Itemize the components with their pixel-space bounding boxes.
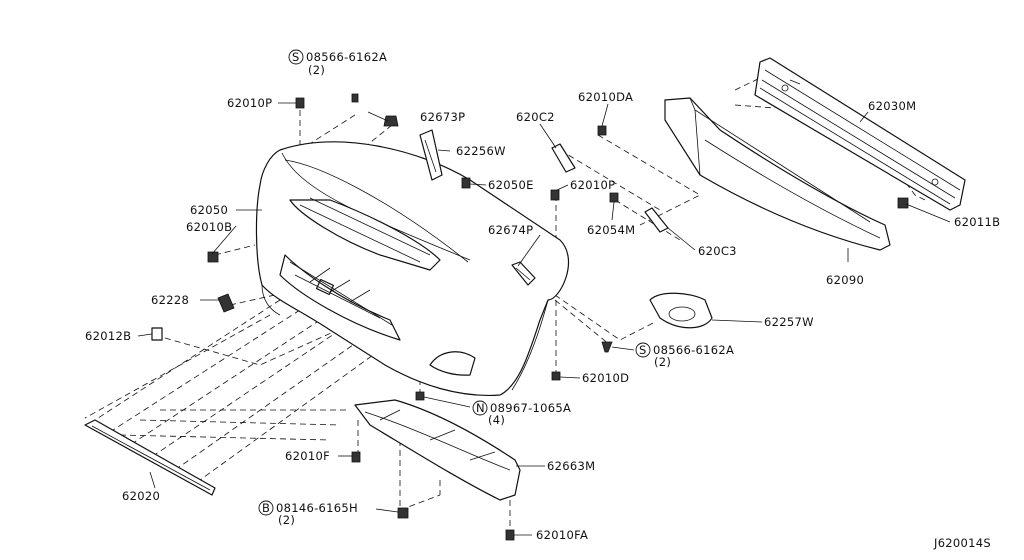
grille-clip-62228 bbox=[217, 293, 235, 313]
part-label-62090: 62090 bbox=[826, 273, 864, 287]
part-label-62011b: 62011B bbox=[954, 215, 1000, 229]
bumper-side-bracket bbox=[511, 261, 536, 286]
energy-absorber bbox=[664, 97, 891, 251]
part-label-620c2: 620C2 bbox=[516, 110, 555, 124]
symbol-letter: B bbox=[262, 501, 270, 515]
part-label-62673p: 62673P bbox=[420, 110, 465, 124]
part-label-qty: (2) bbox=[278, 513, 295, 527]
fog-lamp-cover bbox=[649, 292, 713, 329]
symbol-letter: N bbox=[476, 401, 485, 415]
fasteners bbox=[207, 93, 909, 541]
assembly-dashed-lines bbox=[84, 77, 926, 530]
part-label-62010f: 62010F bbox=[285, 449, 330, 463]
lower-bumper-strip bbox=[84, 419, 216, 496]
part-labels: 08566-6162A (2) 62010P 62673P 62256W 620… bbox=[85, 50, 1000, 550]
symbol-letter: S bbox=[292, 50, 300, 64]
part-label-62012b: 62012B bbox=[85, 329, 131, 343]
part-label-08146-6165h: 08146-6165H bbox=[276, 501, 358, 515]
front-bumper-fascia bbox=[255, 141, 570, 397]
symbol-circle bbox=[472, 400, 488, 416]
sensor-620c2 bbox=[551, 143, 576, 173]
part-label-62010b: 62010B bbox=[186, 220, 232, 234]
part-label-62228: 62228 bbox=[151, 293, 189, 307]
symbol-circle bbox=[258, 500, 274, 516]
symbol-letter: S bbox=[639, 343, 647, 357]
part-label-08566-6162a-bot: 08566-6162A bbox=[653, 343, 734, 357]
part-label-62010da: 62010DA bbox=[578, 90, 633, 104]
part-label-62010p-right: 62010P bbox=[570, 178, 615, 192]
part-label-62050: 62050 bbox=[190, 203, 228, 217]
side-marker-bracket bbox=[419, 129, 443, 181]
part-label-62257w: 62257W bbox=[764, 315, 814, 329]
part-label-62020: 62020 bbox=[122, 489, 160, 503]
part-label-qty: (4) bbox=[488, 413, 505, 427]
part-label-08566-6162a-top: 08566-6162A bbox=[306, 50, 387, 64]
part-label-08967-1065a: 08967-1065A bbox=[490, 401, 571, 415]
leader-lines bbox=[137, 102, 951, 536]
diagram-code: J620014S bbox=[933, 536, 991, 550]
clip-62012b bbox=[151, 327, 163, 341]
part-label-62010p-left: 62010P bbox=[227, 96, 272, 110]
symbol-circle bbox=[288, 49, 304, 65]
part-label-62030m: 62030M bbox=[868, 99, 916, 113]
part-label-62256w: 62256W bbox=[456, 144, 506, 158]
under-cover bbox=[354, 399, 521, 501]
part-label-620c3: 620C3 bbox=[698, 244, 737, 258]
part-label-62674p: 62674P bbox=[488, 223, 533, 237]
part-label-62010d: 62010D bbox=[582, 371, 629, 385]
part-label-62050e: 62050E bbox=[488, 178, 534, 192]
sensor-620c3 bbox=[644, 207, 669, 233]
part-label-62054m: 62054M bbox=[587, 223, 635, 237]
callout-symbols: S S N B bbox=[258, 49, 651, 516]
part-label-62663m: 62663M bbox=[547, 459, 595, 473]
part-label-qty: (2) bbox=[308, 63, 325, 77]
part-label-qty: (2) bbox=[654, 355, 671, 369]
part-label-62010fa: 62010FA bbox=[536, 528, 588, 542]
bumper-reinforcement-beam bbox=[754, 57, 966, 211]
symbol-circle bbox=[635, 342, 651, 358]
